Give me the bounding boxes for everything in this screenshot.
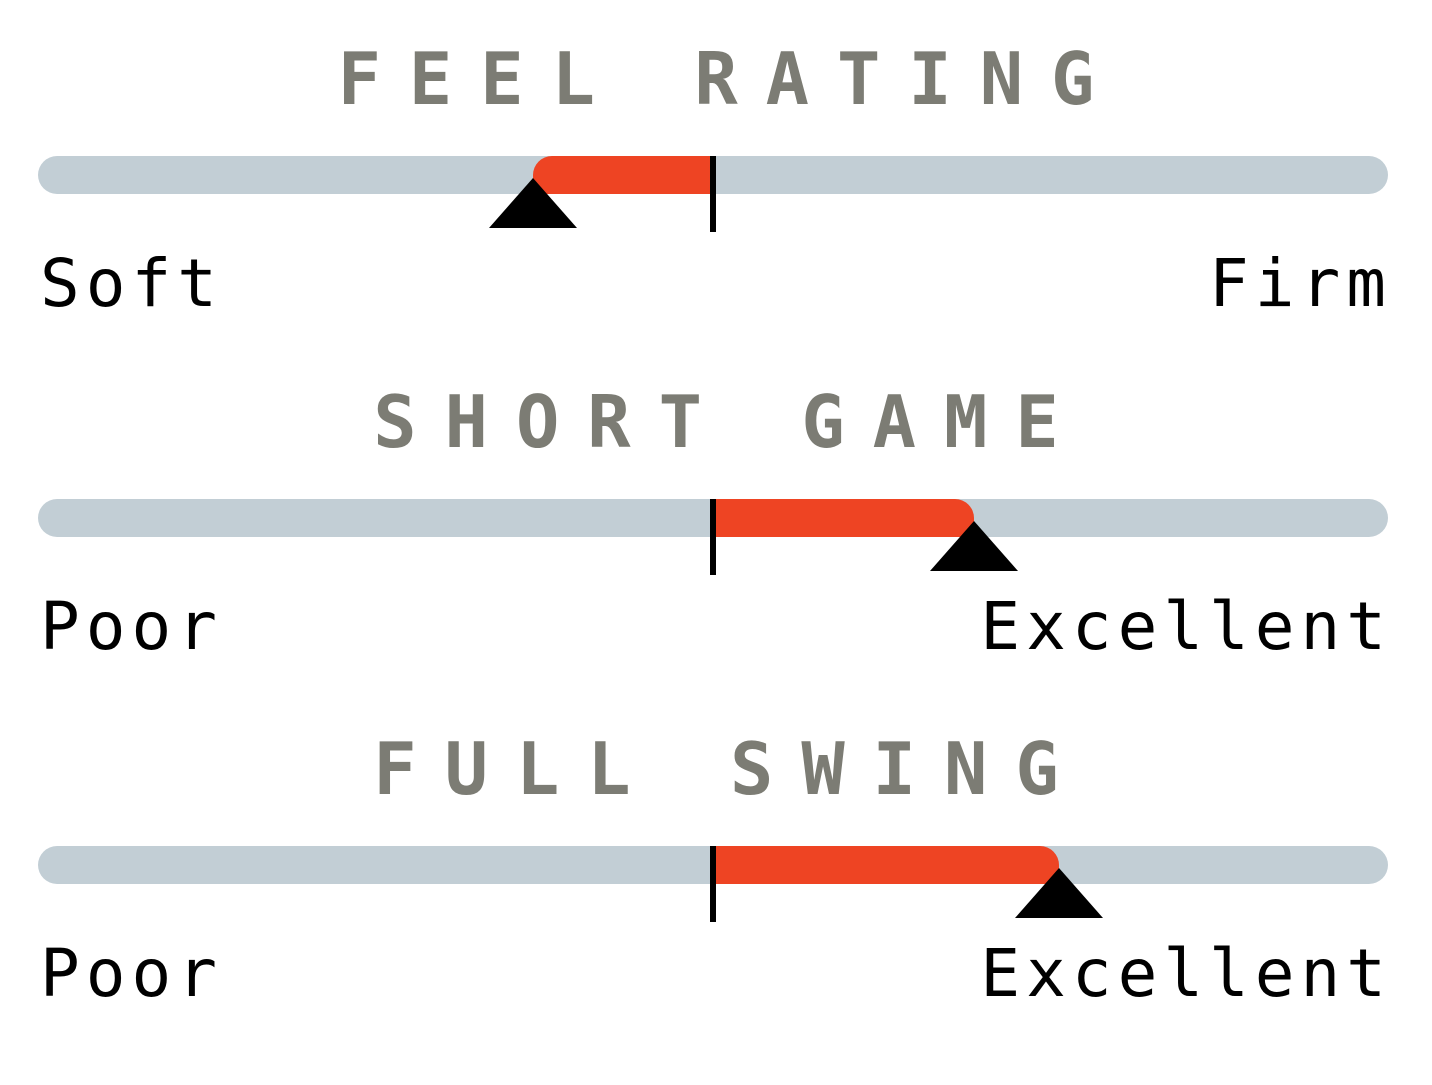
rating-fill-bar bbox=[713, 846, 1059, 884]
short-game-rating-scale: SHORT GAME Poor Excellent bbox=[0, 355, 1432, 665]
scale-max-label: Excellent bbox=[980, 935, 1392, 1012]
feel-rating-scale: FEEL RATING Soft Firm bbox=[0, 12, 1432, 322]
rating-title: FEEL RATING bbox=[337, 37, 1123, 121]
triangle-up-icon bbox=[929, 521, 1018, 571]
scale-max-label: Firm bbox=[1209, 245, 1392, 322]
center-tick-icon bbox=[710, 846, 716, 922]
center-tick-icon bbox=[710, 499, 716, 575]
full-swing-rating-scale: FULL SWING Poor Excellent bbox=[0, 702, 1432, 1012]
center-tick-icon bbox=[710, 156, 716, 232]
scale-max-label: Excellent bbox=[980, 588, 1392, 665]
scale-min-label: Soft bbox=[40, 245, 223, 322]
scale-min-label: Poor bbox=[40, 935, 223, 1012]
rating-title: FULL SWING bbox=[373, 727, 1087, 811]
rating-title: SHORT GAME bbox=[373, 380, 1087, 464]
triangle-up-icon bbox=[1014, 868, 1103, 918]
triangle-up-icon bbox=[489, 178, 578, 228]
scale-min-label: Poor bbox=[40, 588, 223, 665]
